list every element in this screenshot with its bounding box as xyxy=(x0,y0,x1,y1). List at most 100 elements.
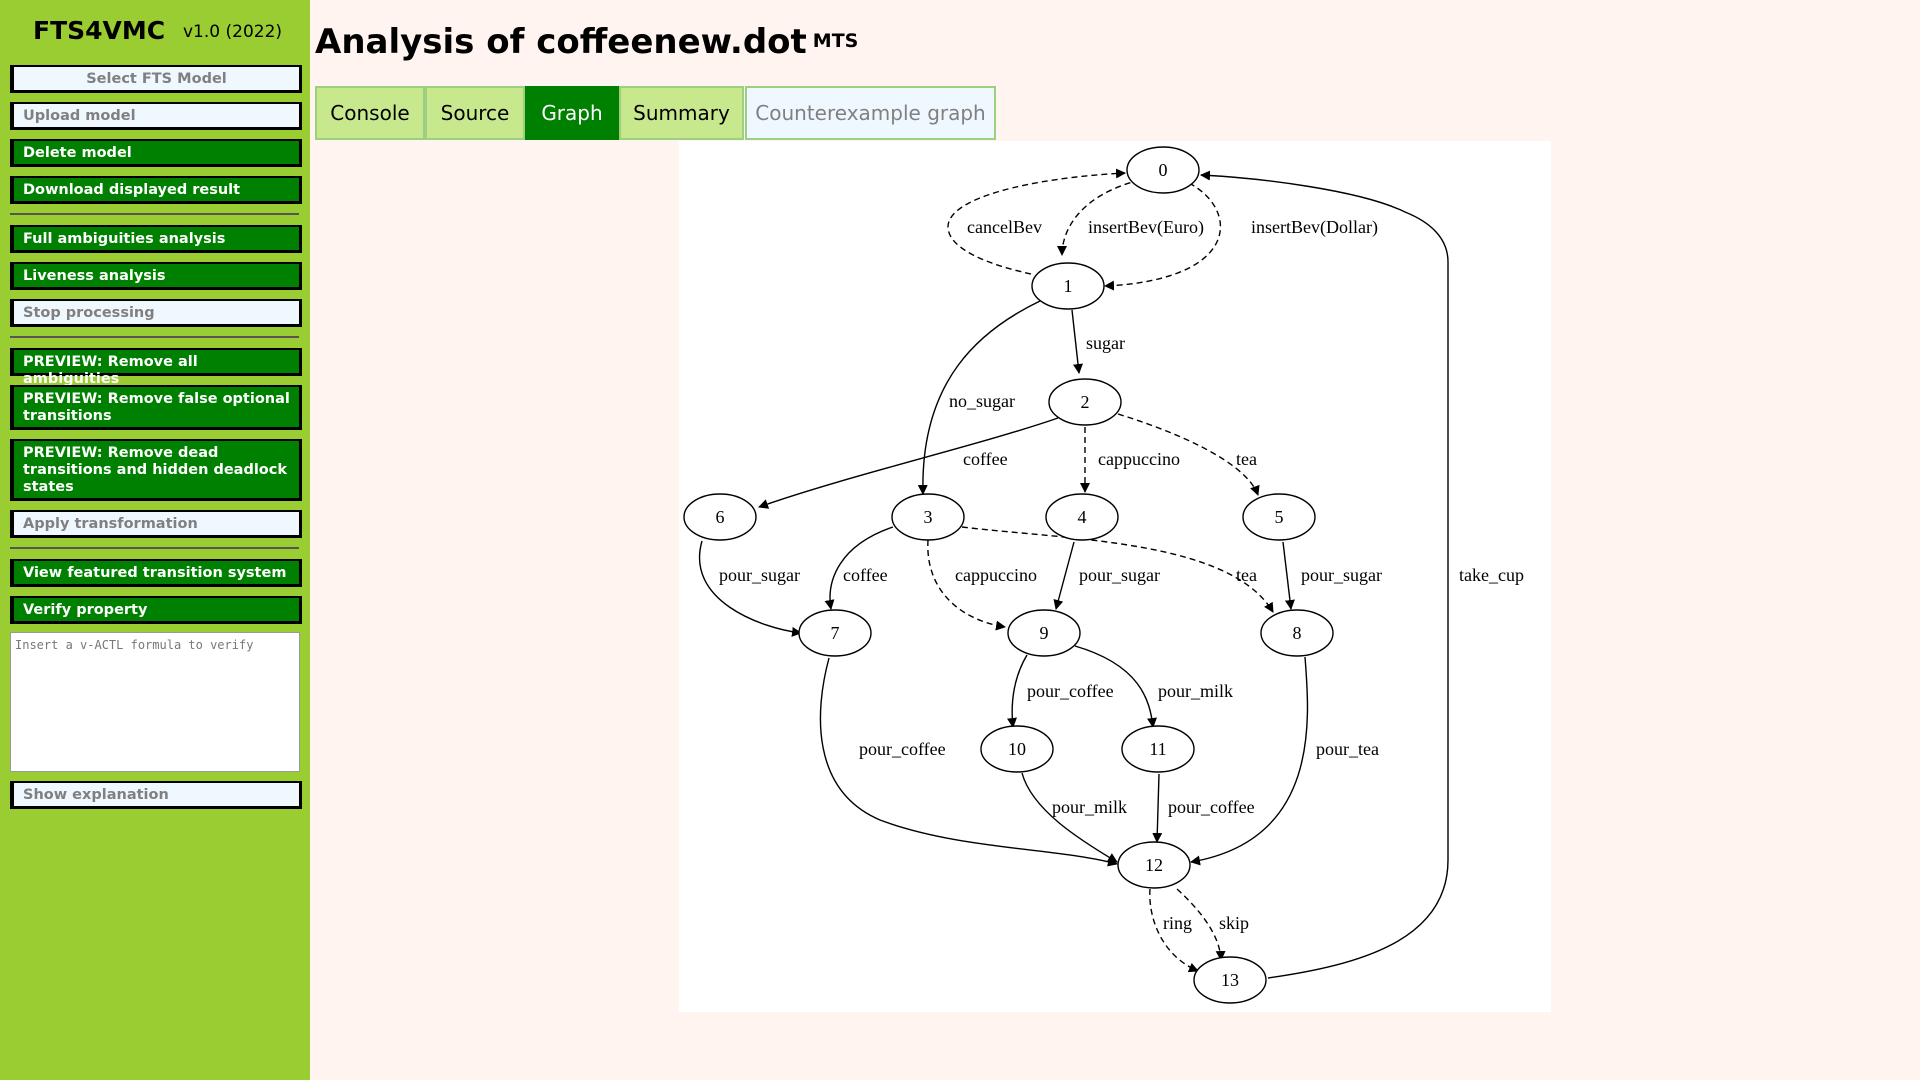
graph-edge xyxy=(1282,541,1295,610)
edge-label: pour_sugar xyxy=(719,565,800,585)
node-label: 12 xyxy=(1145,855,1163,875)
verify-property-button[interactable]: Verify property xyxy=(10,596,302,624)
graph-node xyxy=(1045,493,1119,541)
graph-edge xyxy=(1117,413,1260,496)
edge-label: tea xyxy=(1236,565,1257,585)
edge-label: pour_sugar xyxy=(1079,565,1160,585)
sidebar: FTS4VMC v1.0 (2022) Select FTS Model Upl… xyxy=(0,0,310,1080)
node-label: 13 xyxy=(1221,970,1239,990)
node-label: 9 xyxy=(1040,623,1049,643)
edge-label: cancelBev xyxy=(967,217,1042,237)
page-title-text: Analysis of coffeenew.dot xyxy=(315,22,807,62)
node-label: 3 xyxy=(924,507,933,527)
node-label: 6 xyxy=(716,507,725,527)
graph-node xyxy=(1242,493,1316,541)
separator xyxy=(10,336,299,338)
app-name: FTS4VMC xyxy=(33,16,166,45)
graph-edge xyxy=(758,417,1059,509)
tab-summary[interactable]: Summary xyxy=(619,86,744,140)
preview-remove-all-button[interactable]: PREVIEW: Remove all ambiguities xyxy=(10,348,302,387)
edge-label: pour_coffee xyxy=(1027,681,1114,701)
edge-label: pour_coffee xyxy=(1168,797,1255,817)
edge-label: pour_tea xyxy=(1316,739,1379,759)
upload-model-button[interactable]: Upload model xyxy=(10,102,302,130)
show-explanation-button[interactable]: Show explanation xyxy=(10,781,302,809)
node-label: 4 xyxy=(1078,507,1087,527)
edge-label: cappuccino xyxy=(1098,449,1180,469)
graph-edge xyxy=(1104,182,1221,291)
graph-edge xyxy=(947,168,1126,275)
graph-edge xyxy=(961,526,1274,613)
select-model-button[interactable]: Select FTS Model xyxy=(10,65,302,93)
graph-node xyxy=(1031,262,1105,310)
graph-edge xyxy=(824,526,894,610)
view-fts-button[interactable]: View featured transition system xyxy=(10,559,302,587)
edge-label: no_sugar xyxy=(949,391,1015,411)
liveness-button[interactable]: Liveness analysis xyxy=(10,262,302,290)
graph-edge xyxy=(1190,656,1309,866)
graph-node xyxy=(1121,725,1195,773)
apply-transformation-button[interactable]: Apply transformation xyxy=(10,510,302,538)
edge-label: take_cup xyxy=(1459,565,1524,585)
formula-input[interactable] xyxy=(10,632,300,772)
graph-edge xyxy=(1057,179,1141,256)
tab-source[interactable]: Source xyxy=(425,86,525,140)
graph-node xyxy=(798,609,872,657)
preview-remove-dead-button[interactable]: PREVIEW: Remove dead transitions and hid… xyxy=(10,439,302,501)
graph-node xyxy=(1048,378,1122,426)
node-label: 1 xyxy=(1064,276,1073,296)
node-label: 10 xyxy=(1008,739,1026,759)
graph-node xyxy=(1260,609,1334,657)
node-label: 0 xyxy=(1159,160,1168,180)
edge-label: skip xyxy=(1219,913,1249,933)
node-label: 8 xyxy=(1293,623,1302,643)
transition-graph: 0 1 2 3 4 5 6 7 8 9 10 11 12 13 cancelBe… xyxy=(683,146,1524,1004)
model-type-badge: MTS xyxy=(812,30,859,52)
graph-node xyxy=(683,493,757,541)
node-label: 11 xyxy=(1149,739,1166,759)
node-label: 2 xyxy=(1081,392,1090,412)
edge-label: pour_milk xyxy=(1052,797,1127,817)
edge-label: insertBev(Dollar) xyxy=(1251,217,1378,238)
graph-edge xyxy=(699,540,802,637)
graph-edge xyxy=(819,657,1118,867)
edge-label: cappuccino xyxy=(955,565,1037,585)
graph-node xyxy=(980,725,1054,773)
graph-edge xyxy=(1074,645,1157,728)
app-version: v1.0 (2022) xyxy=(183,22,283,42)
edge-label: insertBev(Euro) xyxy=(1088,217,1204,238)
edge-label: ring xyxy=(1163,913,1192,933)
edge-label: tea xyxy=(1236,449,1257,469)
node-label: 7 xyxy=(831,623,840,643)
separator xyxy=(10,547,299,549)
graph-edge xyxy=(1021,772,1118,863)
edge-label: pour_sugar xyxy=(1301,565,1382,585)
graph-node xyxy=(1126,146,1200,194)
stop-processing-button[interactable]: Stop processing xyxy=(10,299,302,327)
preview-remove-false-optional-button[interactable]: PREVIEW: Remove false optional transitio… xyxy=(10,385,302,430)
graph-edge xyxy=(1053,541,1075,610)
node-label: 5 xyxy=(1275,507,1284,527)
edge-label: coffee xyxy=(843,565,888,585)
delete-model-button[interactable]: Delete model xyxy=(10,139,302,167)
tab-console[interactable]: Console xyxy=(315,86,425,140)
download-result-button[interactable]: Download displayed result xyxy=(10,176,302,204)
edge-label: pour_coffee xyxy=(859,739,946,759)
graph-edge xyxy=(1176,888,1226,961)
graph-node xyxy=(1117,841,1191,889)
graph-edge xyxy=(927,539,1006,631)
separator xyxy=(10,213,299,215)
edge-label: sugar xyxy=(1086,333,1125,353)
full-ambiguities-button[interactable]: Full ambiguities analysis xyxy=(10,225,302,253)
graph-edge xyxy=(1071,309,1083,374)
graph-edge xyxy=(917,300,1041,495)
graph-node xyxy=(1193,956,1267,1004)
edge-label: coffee xyxy=(963,449,1008,469)
graph-edge xyxy=(1200,170,1449,979)
tab-graph[interactable]: Graph xyxy=(525,86,619,140)
graph-panel: 0 1 2 3 4 5 6 7 8 9 10 11 12 13 cancelBe… xyxy=(679,141,1551,1012)
graph-node xyxy=(1007,609,1081,657)
graph-node xyxy=(891,493,965,541)
tab-counterexample-graph[interactable]: Counterexample graph xyxy=(745,86,996,140)
